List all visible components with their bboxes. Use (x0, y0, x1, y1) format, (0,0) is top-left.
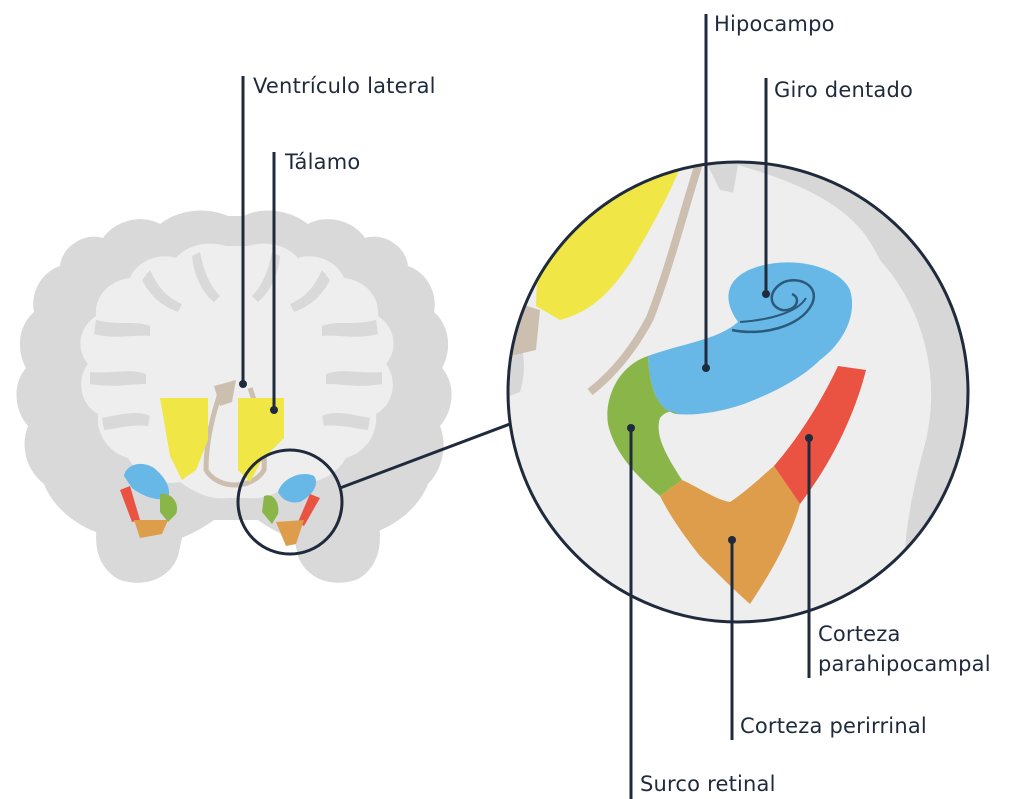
coronal-brain-section (16, 210, 451, 582)
label-thalamus: Tálamo (285, 148, 360, 176)
label-perirhinal: Corteza perirrinal (740, 712, 927, 740)
label-rhinal-sulcus: Surco retinal (640, 770, 776, 798)
zoom-view (500, 150, 980, 630)
label-lateral-ventricle: Ventrículo lateral (253, 72, 436, 100)
label-hippocampus: Hipocampo (714, 10, 835, 38)
label-parahippocampal-line2: parahipocampal (818, 650, 991, 678)
label-parahippocampal-line1: Corteza (818, 620, 901, 648)
label-dentate-gyrus: Giro dentado (774, 76, 913, 104)
